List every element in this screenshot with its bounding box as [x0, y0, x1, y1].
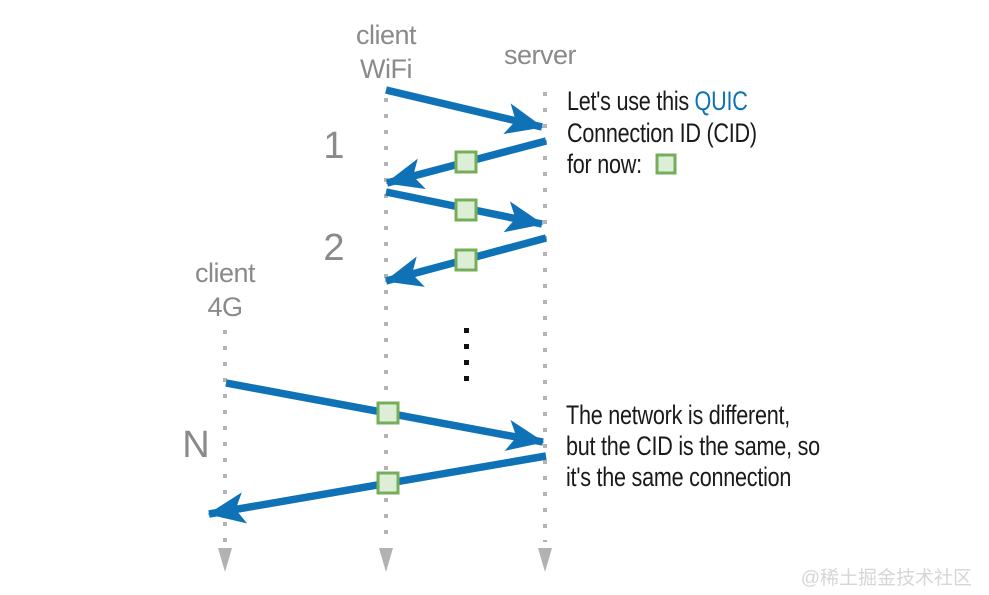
lane-label-server: server [504, 40, 577, 70]
lane-label-client-4g-1: client [195, 258, 256, 288]
note-migration: The network is different, but the CID is… [566, 401, 820, 493]
lifeline-client-4g [218, 330, 232, 572]
step-number-n: N [182, 424, 209, 466]
cid-square-icon [454, 248, 478, 272]
cid-square-legend-icon [655, 153, 677, 175]
note-migration-line2: but the CID is the same, so [566, 432, 820, 462]
lane-label-client-wifi-2: WiFi [360, 54, 412, 84]
ellipsis-dot [464, 344, 469, 349]
cid-square-icon [454, 198, 478, 222]
step-number-2: 2 [323, 227, 344, 269]
lifeline-client-wifi [379, 98, 393, 572]
cid-square-icon [376, 401, 400, 425]
ellipsis-dot [464, 360, 469, 365]
watermark: @稀土掘金技术社区 [801, 567, 972, 589]
ellipsis-dot [464, 376, 469, 381]
step-number-1: 1 [323, 125, 344, 167]
lifeline-server [538, 92, 552, 572]
lane-label-client-4g-2: 4G [207, 292, 242, 322]
cid-square-icon [376, 471, 400, 495]
note-cid-line1-text: Let's use this [567, 87, 689, 117]
note-cid-quic-highlight: QUIC [695, 87, 748, 117]
down-arrowhead-icon [218, 548, 232, 572]
down-arrowhead-icon [538, 548, 552, 572]
down-arrowhead-icon [379, 548, 393, 572]
ellipsis-dots [464, 328, 469, 381]
note-cid-line3: for now: [567, 150, 642, 180]
note-cid-line2: Connection ID (CID) [567, 119, 757, 149]
note-migration-line1: The network is different, [566, 401, 790, 431]
lane-label-client-wifi-1: client [356, 20, 417, 50]
cid-square-icon [454, 150, 478, 174]
note-migration-line3: it's the same connection [566, 463, 791, 493]
ellipsis-dot [464, 328, 469, 333]
arrow-wifi-to-server-1 [385, 86, 544, 135]
